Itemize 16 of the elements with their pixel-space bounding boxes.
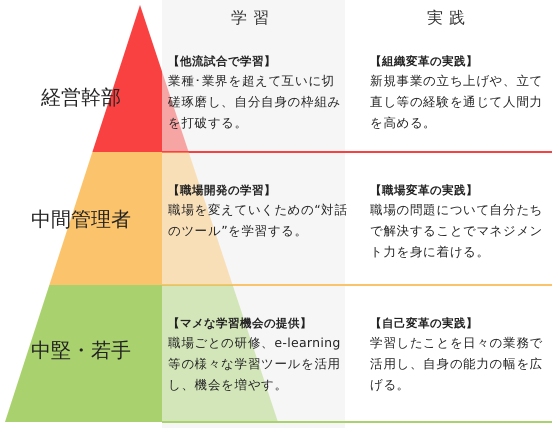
cell-description: 新規事業の立ち上げや、立て直し等の経験を通じて人間力を高める。 [370, 72, 544, 132]
cell-heading: 【他流試合で学習】 [168, 53, 277, 70]
column-header: 学習 [231, 8, 275, 29]
cell-heading: 【マメな学習機会の提供】 [168, 315, 313, 332]
tier-label: 中堅・若手 [30, 337, 132, 364]
tier-label: 中間管理者 [30, 206, 132, 233]
cell-description: 学習したことを日々の業務で活用し、自身の能力の幅を広げる。 [370, 334, 544, 394]
cell-description: 職場の問題について自分たちで解決することでマネジメント力を身に着ける。 [370, 201, 544, 261]
cell-description: 職場ごとの研修、e-learning等の様々な学習ツールを活用し、機会を増やす。 [168, 334, 342, 394]
cell-heading: 【組織変革の実践】 [370, 53, 479, 70]
cell-description: 業種･業界を超えて互いに切磋琢磨し、自分自身の枠組みを打破する。 [168, 72, 342, 132]
cell-description: 職場を変えていくための“対話のツール”を学習する。 [168, 201, 348, 240]
column-header: 実践 [427, 8, 471, 29]
cell-heading: 【職場開発の学習】 [168, 182, 277, 199]
cell-heading: 【職場変革の実践】 [370, 182, 479, 199]
cell-heading: 【自己変革の実践】 [370, 315, 479, 332]
